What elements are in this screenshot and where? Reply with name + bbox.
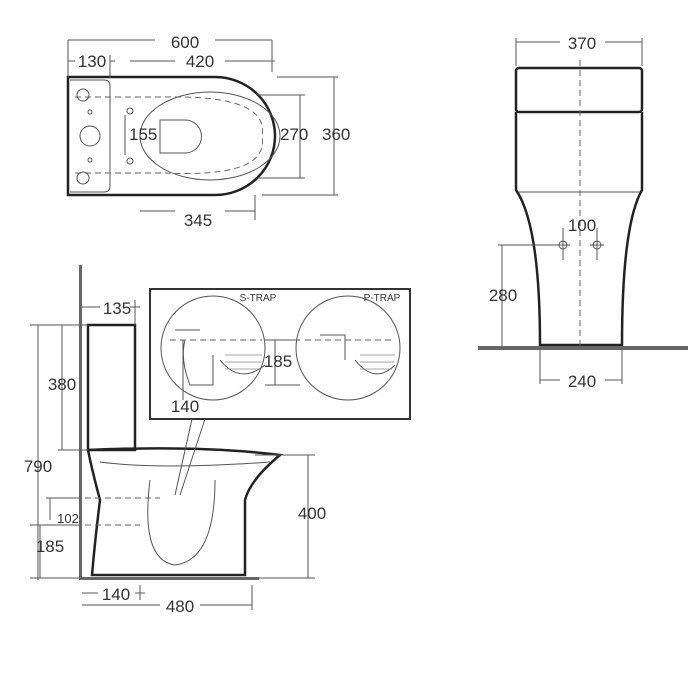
side-bowl-inner [99,461,271,566]
s-trap-label: S-TRAP [240,293,277,304]
dim-tank-depth: 130 [78,52,106,71]
seat-lid-mark [159,119,202,154]
dim-tank-height: 380 [48,375,76,394]
s-trap-circle [160,295,266,401]
front-tank [514,66,644,114]
p-trap-circle [295,295,401,401]
trap-pipework [175,329,396,386]
dim-outlet-height: 185 [36,537,64,556]
dim-overall-projection: 480 [166,597,194,616]
floor-line-front [478,346,688,350]
dim-s-trap-offset: 140 [171,397,199,416]
dim-tank-width: 370 [568,34,596,53]
dim-inlet-height: 102 [57,511,79,526]
side-hidden-lines [85,497,160,526]
floor-line-side [79,577,259,580]
front-pedestal [514,112,644,347]
trap-inset: S-TRAP P-TRAP 140 185 [149,288,411,496]
dim-tank-offset: 135 [103,299,131,318]
front-dimension-lines [498,38,643,384]
dim-overall-height: 790 [24,457,52,476]
dim-fixing-centres: 100 [568,216,596,235]
seat-outline [139,91,281,181]
dim-wall-to-outlet: 140 [102,585,130,604]
dim-bowl-length: 420 [186,52,214,71]
inset-frame [149,288,411,420]
top-view-outline [66,75,277,197]
front-view: 370 100 280 240 [478,34,688,391]
water-hatching [225,354,395,370]
dim-rim-height: 400 [298,504,326,523]
side-tank [86,323,137,452]
hidden-lines [75,96,264,175]
dim-fixing-spacing: 155 [129,125,157,144]
dim-p-trap-height: 185 [264,352,292,371]
wall-line [79,265,82,580]
dim-overall-width: 360 [322,125,350,144]
side-view: 135 380 790 102 185 400 140 480 [24,265,326,616]
inset-leader [174,418,206,496]
dim-overall-length: 600 [171,33,199,52]
p-trap-label: P-TRAP [364,293,401,304]
side-bowl [86,447,284,577]
top-view: 600 130 420 155 270 360 345 [66,33,350,230]
dim-bowl-to-fixing: 345 [184,211,212,230]
tank-lid-outline [70,79,111,193]
top-dimension-lines [67,39,338,220]
dim-fixing-height: 280 [489,286,517,305]
tank-holes [76,88,134,185]
inset-dimension-lines [182,339,300,400]
dim-seat-width: 270 [280,125,308,144]
dim-base-width: 240 [568,372,596,391]
side-dimension-lines [30,300,315,610]
